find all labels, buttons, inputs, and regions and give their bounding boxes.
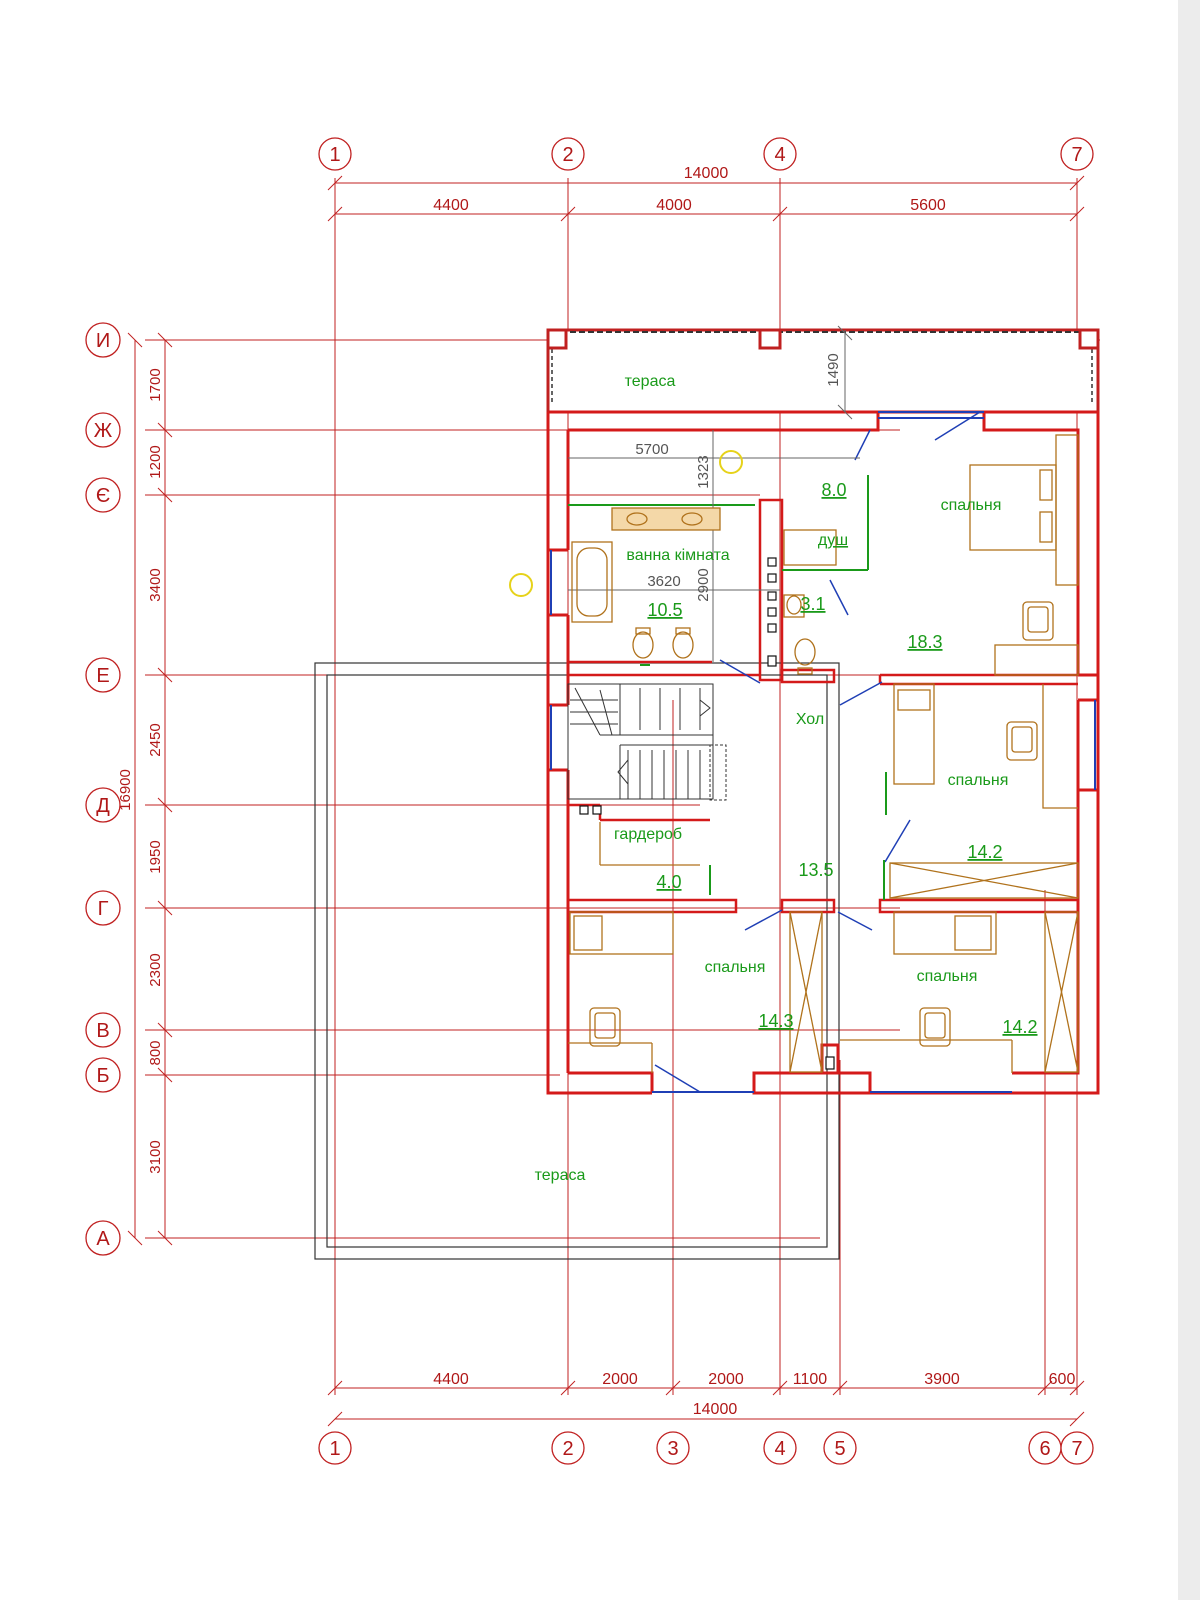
left-dim-3400: 3400 [147,568,164,601]
door-swings [654,411,981,1093]
bottom-axis-7: 7 [1071,1438,1082,1460]
bottom-axis-3: 3 [667,1438,678,1460]
bottom-axis-1: 1 [329,1438,340,1460]
left-dim-2450: 2450 [147,723,164,756]
left-dim-3100: 3100 [147,1140,164,1173]
yellow-marker-icon [509,573,533,597]
left-dimension-lines [127,332,173,1246]
row-axis-А: А [96,1228,110,1250]
area-shower-room: 8.0 [821,480,846,500]
scrollbar-track[interactable] [1178,0,1200,1600]
bottom-axis-4: 4 [774,1438,785,1460]
top-axis-4: 4 [774,144,785,166]
label-shower: душ [818,532,848,549]
windows [550,411,1096,1093]
furniture [568,434,1079,1073]
label-wardrobe: гардероб [614,826,682,843]
bottom-axis-bubbles [318,1431,1094,1465]
bottom-dim-2: 2000 [602,1371,638,1388]
inner-dim-1323: 1323 [695,455,712,488]
inner-dim-2900: 2900 [695,568,712,601]
bottom-dim-total: 14000 [693,1401,738,1418]
bottom-axis-5: 5 [834,1438,845,1460]
left-axis-bubbles [85,322,121,1256]
row-axis-Б: Б [96,1065,109,1087]
bottom-dim-3: 2000 [708,1371,744,1388]
label-bedroom-e: спальня [948,772,1009,789]
left-dim-1950: 1950 [147,840,164,873]
area-wc: 3.1 [800,594,825,614]
top-axis-2: 2 [562,144,573,166]
partitions [568,475,887,900]
area-bedroom-e: 14.2 [967,842,1002,862]
area-wardrobe: 4.0 [656,872,681,892]
top-dim-total: 14000 [684,165,729,182]
row-axis-Е: Е [96,665,109,687]
area-hall: 13.5 [798,860,833,880]
top-axis-7: 7 [1071,144,1082,166]
top-dim-3: 5600 [910,197,946,214]
area-bedroom-se: 14.2 [1002,1017,1037,1037]
yellow-marker-icon [719,450,743,474]
bottom-dimension-lines [327,1380,1085,1427]
bottom-axis-2: 2 [562,1438,573,1460]
left-dim-total: 16900 [117,769,134,811]
row-axis-Г: Г [98,898,109,920]
top-dim-2: 4000 [656,197,692,214]
label-bedroom-ne: спальня [941,497,1002,514]
row-axis-Д: Д [96,795,110,817]
inner-dimension-lines [568,325,860,662]
row-axis-В: В [96,1020,109,1042]
left-dim-800: 800 [147,1040,164,1065]
inner-dim-5700: 5700 [635,441,668,458]
label-bedroom-sw: спальня [705,959,766,976]
top-axis-bubbles [318,137,1094,171]
bottom-axis-6: 6 [1039,1438,1050,1460]
row-axis-Є: Є [96,485,110,507]
top-dim-1: 4400 [433,197,469,214]
label-bathroom: ванна кімната [626,547,729,564]
left-dim-2300: 2300 [147,953,164,986]
top-axis-1: 1 [329,144,340,166]
row-axis-И: И [96,330,110,352]
grid-lines-horizontal [145,339,1100,1239]
bottom-dim-6: 600 [1049,1371,1076,1388]
area-bedroom-sw: 14.3 [758,1011,793,1031]
label-terrace-top: тераса [625,373,676,390]
left-dim-1200: 1200 [147,445,164,478]
area-bathroom: 10.5 [647,600,682,620]
inner-dim-1490: 1490 [825,353,842,386]
row-axis-Ж: Ж [94,420,113,442]
label-hall: Хол [796,711,824,728]
label-terrace-bottom: тераса [535,1167,586,1184]
bottom-dim-5: 3900 [924,1371,960,1388]
bottom-dim-4: 1100 [793,1371,828,1388]
bottom-dim-1: 4400 [433,1371,469,1388]
upper-terrace [546,328,1100,414]
staircase [567,683,727,801]
area-bedroom-ne: 18.3 [907,632,942,652]
left-dim-1700: 1700 [147,368,164,401]
label-bedroom-se: спальня [917,968,978,985]
small-fixtures [579,557,835,1070]
top-dimension-lines [327,175,1085,222]
inner-dim-3620: 3620 [647,573,680,590]
